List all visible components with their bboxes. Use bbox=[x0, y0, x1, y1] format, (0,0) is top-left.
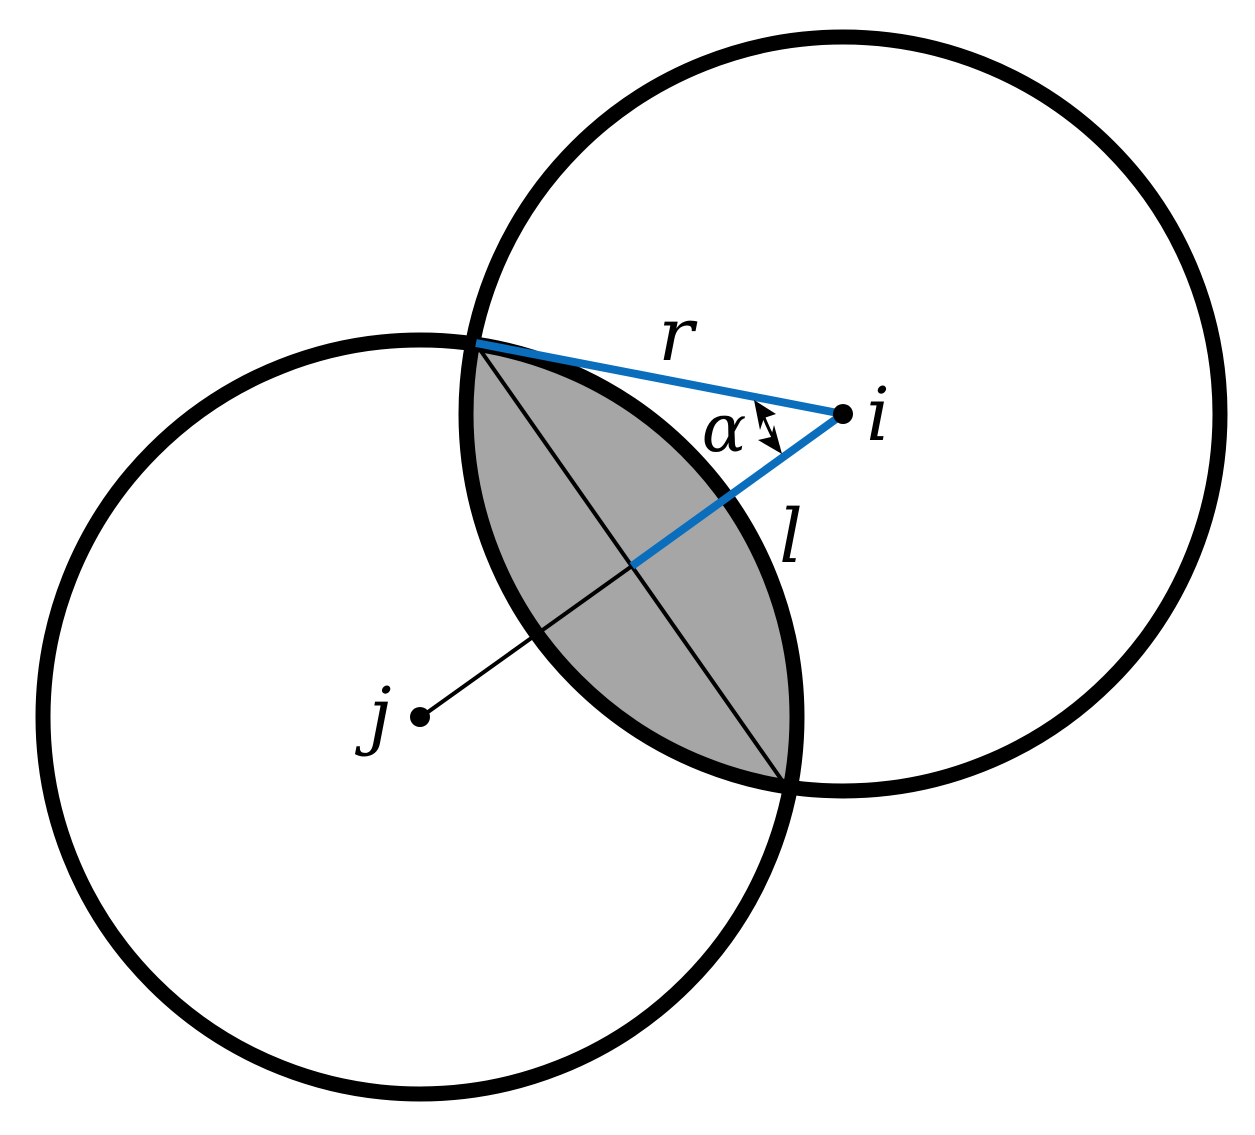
label-alpha: α bbox=[702, 390, 747, 467]
circle-i bbox=[458, 29, 1228, 799]
radius-line-r bbox=[475, 339, 844, 418]
angle-arrowhead-top bbox=[754, 400, 776, 430]
angle-arrowhead-bottom bbox=[758, 425, 782, 454]
label-i: i bbox=[866, 372, 890, 458]
label-r: r bbox=[658, 292, 698, 378]
label-l: l bbox=[779, 494, 803, 580]
center-point-i bbox=[833, 404, 853, 424]
label-j: j bbox=[355, 672, 392, 758]
center-point-j bbox=[410, 707, 430, 727]
circle-j bbox=[35, 332, 805, 1102]
center-line-j bbox=[419, 564, 634, 719]
distance-line-l bbox=[629, 410, 846, 570]
